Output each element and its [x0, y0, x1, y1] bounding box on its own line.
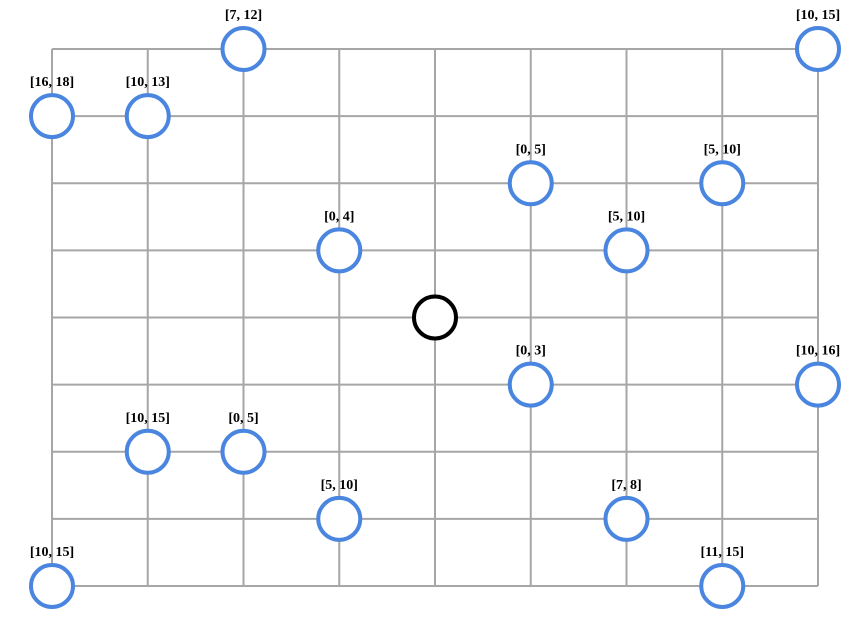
- grid-node: [0, 5]: [507, 142, 554, 207]
- grid-node: [16, 18]: [29, 75, 75, 140]
- node-circle: [220, 428, 267, 475]
- grid-node: [11, 15]: [699, 545, 746, 609]
- grid-node: [0, 3]: [507, 344, 554, 408]
- node-label: [11, 15]: [700, 545, 744, 560]
- node-label: [10, 13]: [126, 75, 170, 90]
- node-circle: [124, 93, 171, 140]
- node-label: [0, 3]: [516, 344, 546, 359]
- grid-node: [10, 16]: [795, 344, 841, 408]
- node-label: [16, 18]: [30, 75, 74, 90]
- node-circle: [699, 160, 746, 207]
- grid-node: [10, 15]: [29, 545, 75, 609]
- node-label: [10, 15]: [796, 8, 840, 23]
- node-label: [7, 12]: [225, 8, 262, 23]
- node-label: [7, 8]: [611, 478, 641, 493]
- node-circle: [507, 361, 554, 408]
- grid-node: [10, 15]: [124, 411, 171, 475]
- node-circle: [29, 563, 75, 609]
- node-label: [5, 10]: [321, 478, 358, 493]
- node-label: [0, 4]: [324, 209, 354, 224]
- node-circle: [699, 563, 746, 609]
- grid-node: [5, 10]: [699, 142, 746, 207]
- node-label: [5, 10]: [608, 209, 645, 224]
- node-label: [5, 10]: [704, 142, 741, 157]
- node-circle: [316, 227, 363, 274]
- node-label: [10, 15]: [30, 545, 74, 560]
- node-label: [0, 5]: [228, 411, 258, 426]
- node-circle: [603, 227, 650, 274]
- node-circle: [124, 428, 171, 475]
- node-circle: [795, 26, 841, 72]
- node-circle: [795, 361, 841, 408]
- node-label: [10, 16]: [796, 344, 840, 359]
- grid-node: [10, 13]: [124, 75, 171, 140]
- node-circle: [316, 495, 363, 542]
- grid-node: [5, 10]: [603, 209, 650, 274]
- grid-node: [7, 8]: [603, 478, 650, 542]
- grid-node: [7, 12]: [220, 8, 267, 72]
- node-circle: [507, 160, 554, 207]
- node-label: [10, 15]: [126, 411, 170, 426]
- grid-node: [10, 15]: [795, 8, 841, 72]
- nodes-layer: [7, 12] [10, 15] [16, 18] [10, 13] [0, 5] [5,…: [29, 8, 841, 609]
- center-node: [412, 294, 458, 341]
- grid-node: [0, 5]: [220, 411, 267, 475]
- grid-node: [5, 10]: [316, 478, 363, 542]
- node-circle: [603, 495, 650, 542]
- grid-node: [0, 4]: [316, 209, 363, 274]
- node-label: [0, 5]: [516, 142, 546, 157]
- node-circle: [29, 93, 75, 140]
- node-circle: [220, 26, 267, 72]
